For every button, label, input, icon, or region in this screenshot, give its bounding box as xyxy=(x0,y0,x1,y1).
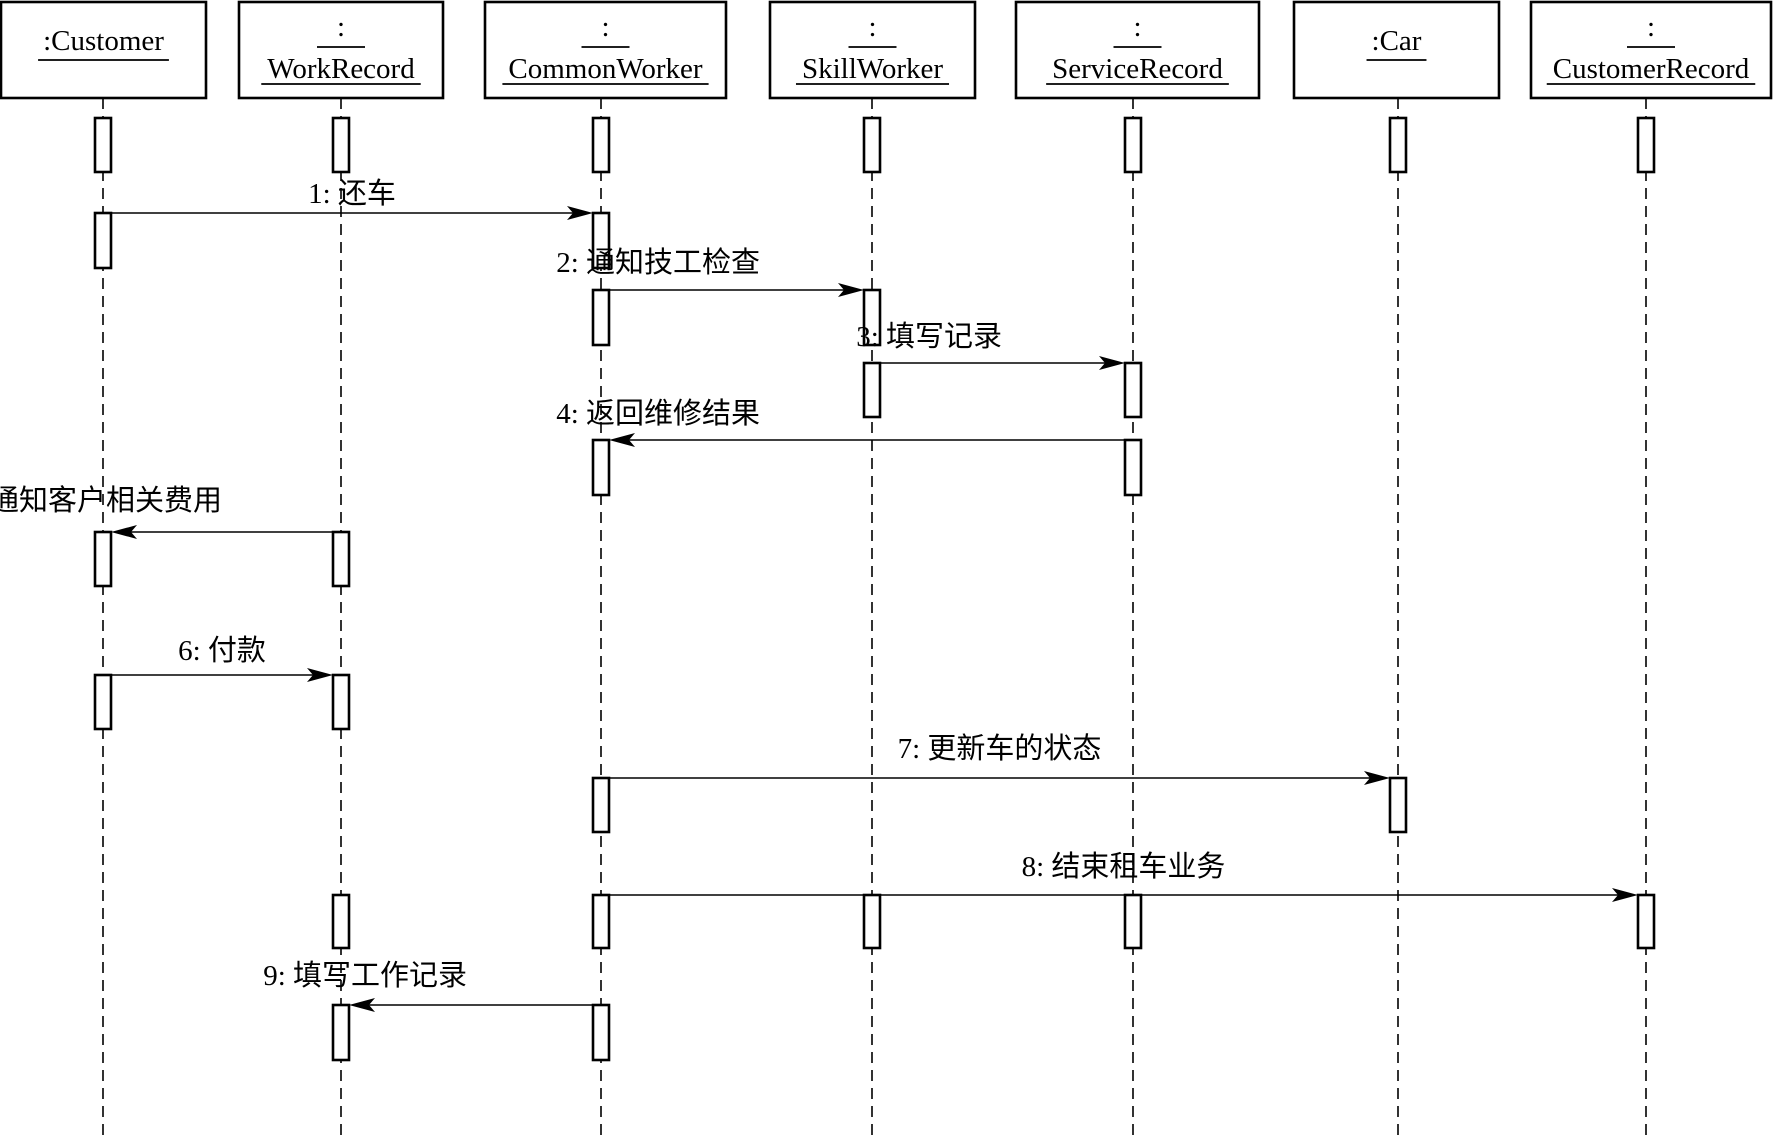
message-5: 5: 通知客户相关费用 xyxy=(0,484,333,539)
activation-bar-car xyxy=(1388,776,1408,834)
arrowhead-icon xyxy=(1364,771,1390,785)
activation-bar-servicerecord xyxy=(1123,438,1143,497)
object-box xyxy=(1014,0,1261,100)
object-car: :Car xyxy=(1292,0,1501,100)
messages: 1: 还车 2: 通知技工检查 3: 填写记录 4: 返回维修结果 5: 通知客户相关费… xyxy=(0,177,1638,1012)
activation-bar-customer xyxy=(93,673,113,731)
message-2: 2: 通知技工检查 xyxy=(556,246,864,297)
object-name: WorkRecord xyxy=(267,53,415,85)
object-prefix: : xyxy=(1647,11,1655,43)
object-prefix: : xyxy=(868,11,876,43)
message-label: 3: 填写记录 xyxy=(856,320,1002,353)
arrowhead-icon xyxy=(567,206,593,220)
activation-bar-skillworker xyxy=(862,288,882,347)
object-skillworker: : SkillWorker xyxy=(768,0,977,100)
activation-bar-commonworker xyxy=(591,438,611,497)
object-name: ServiceRecord xyxy=(1052,53,1223,85)
message-4: 4: 返回维修结果 xyxy=(556,397,1125,447)
message-6: 6: 付款 xyxy=(111,634,333,682)
object-box xyxy=(768,0,977,100)
object-prefix: : xyxy=(601,11,609,43)
object-box xyxy=(1292,0,1501,100)
activation-bar-workrecord xyxy=(331,673,351,731)
arrowhead-icon xyxy=(307,668,333,682)
activation-bar-workrecord xyxy=(331,116,351,174)
activation-bar-customer xyxy=(93,116,113,174)
lifelines xyxy=(102,98,1647,1142)
object-customer: :Customer xyxy=(0,0,208,100)
activation-bar-customer xyxy=(93,211,113,270)
activation-bar-skillworker xyxy=(862,116,882,174)
activation-bar-customerrecord xyxy=(1636,116,1656,174)
message-9: 9: 填写工作记录 xyxy=(263,959,593,1012)
object-name: SkillWorker xyxy=(802,53,943,85)
message-label: 7: 更新车的状态 xyxy=(898,732,1102,765)
object-headers: :Customer: WorkRecord: CommonWorker: SkillW… xyxy=(0,0,1773,100)
object-name: CustomerRecord xyxy=(1553,53,1750,85)
message-label: 4: 返回维修结果 xyxy=(556,397,760,430)
object-prefix: : xyxy=(337,11,345,43)
activation-bar-workrecord xyxy=(331,530,351,588)
object-box xyxy=(1529,0,1773,100)
object-box xyxy=(0,0,208,100)
object-workrecord: : WorkRecord xyxy=(237,0,445,100)
message-1: 1: 还车 xyxy=(111,177,593,220)
message-3: 3: 填写记录 xyxy=(856,320,1125,370)
message-8: 8: 结束租车业务 xyxy=(609,850,1638,902)
activation-bar-servicerecord xyxy=(1123,361,1143,419)
object-name: CommonWorker xyxy=(508,53,703,85)
activation-bar-skillworker xyxy=(862,361,882,419)
object-customerrecord: : CustomerRecord xyxy=(1529,0,1773,100)
arrowhead-icon xyxy=(349,998,375,1012)
activation-bar-customer xyxy=(93,530,113,588)
activation-bar-commonworker xyxy=(591,1003,611,1062)
message-label: 5: 通知客户相关费用 xyxy=(0,484,222,517)
object-box xyxy=(483,0,728,100)
message-label: 1: 还车 xyxy=(308,177,396,210)
message-label: 9: 填写工作记录 xyxy=(263,959,467,992)
message-label: 6: 付款 xyxy=(178,634,266,667)
activation-bars xyxy=(93,116,1656,1062)
activation-bar-commonworker xyxy=(591,116,611,174)
message-7: 7: 更新车的状态 xyxy=(609,732,1390,785)
arrowhead-icon xyxy=(1612,888,1638,902)
activation-bar-servicerecord xyxy=(1123,893,1143,950)
object-name: :Customer xyxy=(43,25,164,57)
activation-bar-car xyxy=(1388,116,1408,174)
activation-bar-commonworker xyxy=(591,288,611,347)
object-prefix: : xyxy=(1133,11,1141,43)
object-box xyxy=(237,0,445,100)
arrowhead-icon xyxy=(1099,356,1125,370)
message-label: 8: 结束租车业务 xyxy=(1022,850,1226,883)
activation-bar-commonworker xyxy=(591,776,611,834)
activation-bar-customerrecord xyxy=(1636,893,1656,950)
message-label: 2: 通知技工检查 xyxy=(556,246,760,279)
activation-bar-commonworker xyxy=(591,893,611,950)
object-servicerecord: : ServiceRecord xyxy=(1014,0,1261,100)
activation-bar-servicerecord xyxy=(1123,116,1143,174)
activation-bar-workrecord xyxy=(331,893,351,950)
arrowhead-icon xyxy=(111,525,137,539)
activation-bar-skillworker xyxy=(862,893,882,950)
object-name: :Car xyxy=(1372,25,1422,57)
activation-bar-commonworker xyxy=(591,211,611,270)
activation-bar-workrecord xyxy=(331,1003,351,1062)
arrowhead-icon xyxy=(838,283,864,297)
object-commonworker: : CommonWorker xyxy=(483,0,728,100)
arrowhead-icon xyxy=(609,433,635,447)
